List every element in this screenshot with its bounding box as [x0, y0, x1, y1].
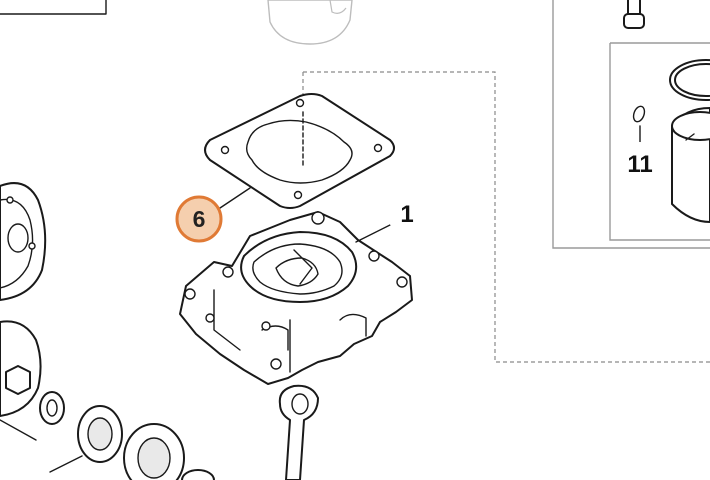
callout-1-label: 1 [400, 201, 413, 228]
callout-11-label: 11 [627, 151, 652, 178]
connecting-rod-part [278, 384, 319, 480]
callout-6-label: 6 [193, 206, 206, 232]
callout-6-badge [175, 195, 223, 243]
callout-11[interactable]: 11 [619, 142, 661, 184]
callout-1-badge [387, 194, 427, 234]
leader-line-1 [355, 223, 393, 243]
gasket-part [204, 93, 395, 209]
left-side-parts [0, 182, 215, 480]
cylinder-part-top [267, 0, 353, 45]
crankcase-part [179, 211, 413, 385]
leader-line-6 [219, 187, 251, 209]
callout-6[interactable]: 6 [175, 195, 223, 243]
callout-11-badge [619, 142, 661, 184]
piston-inset [552, 0, 710, 249]
callout-1[interactable]: 1 [387, 194, 427, 234]
top-left-inset-frame [0, 0, 107, 15]
